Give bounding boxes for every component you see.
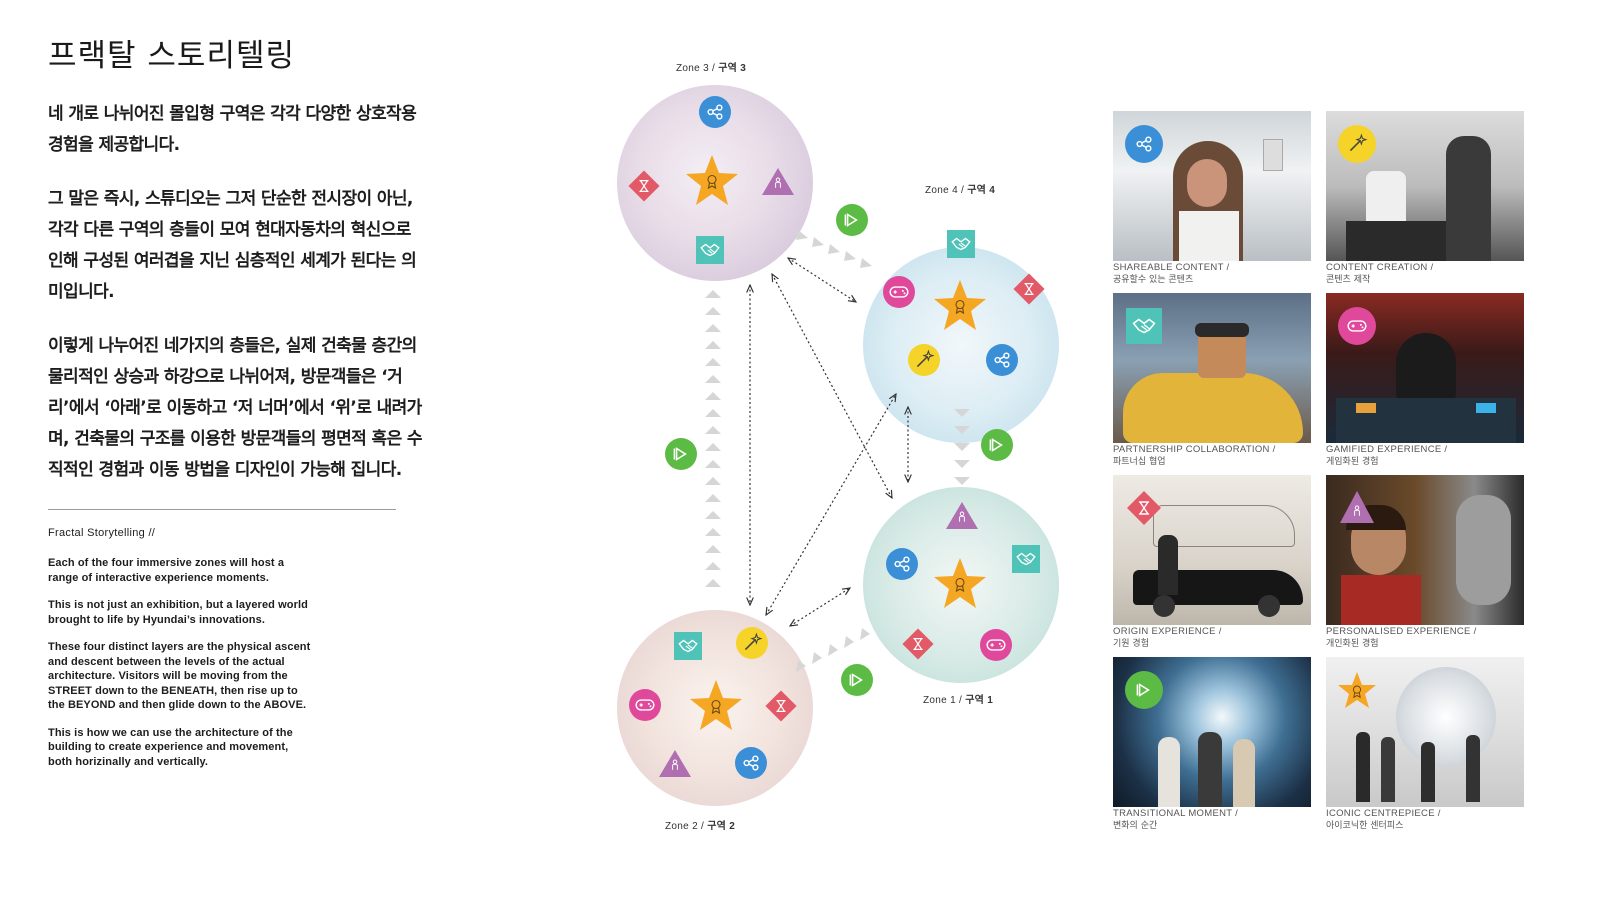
connection-arrows	[750, 258, 908, 626]
gamepad-icon	[629, 689, 661, 721]
zone-1-label: Zone 1 / 구역 1	[923, 695, 994, 706]
wand-icon	[736, 627, 768, 659]
handshake-icon	[1126, 308, 1162, 344]
handshake-icon	[674, 632, 702, 660]
photo-gamified-experience	[1326, 293, 1524, 443]
share-icon	[986, 344, 1018, 376]
person-icon	[946, 502, 978, 529]
play-icon	[665, 438, 697, 470]
diagonal-chevrons-bottom	[796, 628, 870, 672]
card-caption-en: ORIGIN EXPERIENCE /	[1113, 626, 1222, 637]
play-icon	[836, 204, 868, 236]
card-caption-en: GAMIFIED EXPERIENCE /	[1326, 444, 1448, 455]
photo-transitional-moment	[1113, 657, 1311, 807]
ko-paragraph-2: 그 말은 즉시, 스튜디오는 그저 단순한 전시장이 아닌, 각각 다른 구역의…	[48, 189, 417, 302]
wand-icon	[908, 344, 940, 376]
handshake-icon	[696, 236, 724, 264]
person-icon	[1340, 491, 1374, 523]
en-paragraph-2: This is not just an exhibition, but a la…	[48, 599, 308, 626]
star-icon	[934, 558, 986, 608]
photo-personalised-experience	[1326, 475, 1524, 625]
en-paragraph-3: These four distinct layers are the physi…	[48, 641, 311, 711]
card-transitional-moment: TRANSITIONAL MOMENT / 변화의 순간	[1113, 657, 1311, 832]
photo-shareable-content	[1113, 111, 1311, 261]
card-caption-en: PERSONALISED EXPERIENCE /	[1326, 626, 1477, 637]
wand-icon	[1338, 125, 1376, 163]
gamepad-icon	[883, 276, 915, 308]
card-caption-ko: 변화의 순간	[1113, 821, 1158, 831]
photo-iconic-centrepiece	[1326, 657, 1524, 807]
text-column: 프랙탈 스토리텔링 네 개로 나뉘어진 몰입형 구역은 각각 다양한 상호작용 …	[48, 30, 428, 782]
zone-3-label: Zone 3 / 구역 3	[676, 63, 747, 74]
gamepad-icon	[980, 629, 1012, 661]
handshake-icon	[1012, 545, 1040, 573]
card-content-creation: CONTENT CREATION / 콘텐츠 제작	[1326, 111, 1524, 286]
diagonal-chevrons-top	[796, 230, 872, 268]
en-paragraph-1: Each of the four immersive zones will ho…	[48, 557, 285, 584]
descent-chevrons	[954, 409, 970, 485]
card-caption-ko: 게임화된 경험	[1326, 457, 1379, 467]
card-caption-ko: 아이코닉한 센터피스	[1326, 821, 1404, 831]
en-heading: Fractal Storytelling //	[48, 527, 156, 539]
card-caption-ko: 공유할수 있는 콘텐츠	[1113, 275, 1194, 285]
zone-2-label: Zone 2 / 구역 2	[665, 821, 736, 832]
zone-diagram: Zone 3 / 구역 3 Zone 4 / 구역 4 Zone 1 / 구역 …	[600, 40, 1100, 860]
photo-partnership-collaboration	[1113, 293, 1311, 443]
share-icon	[1125, 125, 1163, 163]
card-caption-en: PARTNERSHIP COLLABORATION /	[1113, 444, 1276, 455]
card-caption-en: CONTENT CREATION /	[1326, 262, 1434, 273]
diagram-canvas	[617, 85, 1059, 806]
card-caption-en: ICONIC CENTREPIECE /	[1326, 808, 1441, 819]
star-icon	[686, 155, 738, 205]
card-shareable-content: SHAREABLE CONTENT / 공유할수 있는 콘텐츠	[1113, 111, 1311, 286]
card-caption-en: TRANSITIONAL MOMENT /	[1113, 808, 1239, 819]
card-caption-ko: 기원 경험	[1113, 639, 1149, 649]
ko-paragraph-1: 네 개로 나뉘어진 몰입형 구역은 각각 다양한 상호작용 경험을 제공합니다.	[48, 104, 417, 155]
star-icon	[934, 280, 986, 330]
person-icon	[659, 750, 691, 777]
card-origin-experience: ORIGIN EXPERIENCE / 기원 경험	[1113, 475, 1311, 650]
card-gamified-experience: GAMIFIED EXPERIENCE / 게임화된 경험	[1326, 293, 1524, 468]
photo-content-creation	[1326, 111, 1524, 261]
card-caption-ko: 파트너십 협업	[1113, 457, 1166, 467]
card-caption-ko: 개인화된 경험	[1326, 639, 1379, 649]
star-icon	[690, 680, 742, 730]
share-icon	[735, 747, 767, 779]
photo-origin-experience	[1113, 475, 1311, 625]
card-caption-ko: 콘텐츠 제작	[1326, 275, 1371, 285]
divider	[48, 509, 396, 510]
ascent-chevrons	[705, 290, 721, 587]
page-title: 프랙탈 스토리텔링	[48, 38, 296, 74]
person-icon	[762, 168, 794, 195]
play-icon	[981, 429, 1013, 461]
handshake-icon	[947, 230, 975, 258]
play-icon	[1125, 671, 1163, 709]
zone-4-label: Zone 4 / 구역 4	[925, 185, 996, 196]
star-icon	[1338, 672, 1376, 708]
en-paragraph-4: This is how we can use the architecture …	[48, 726, 293, 768]
card-personalised-experience: PERSONALISED EXPERIENCE / 개인화된 경험	[1326, 475, 1524, 650]
card-iconic-centrepiece: ICONIC CENTREPIECE / 아이코닉한 센터피스	[1326, 657, 1524, 832]
hourglass-icon	[1127, 491, 1161, 525]
card-partnership-collaboration: PARTNERSHIP COLLABORATION / 파트너십 협업	[1113, 293, 1311, 468]
share-icon	[699, 96, 731, 128]
ko-paragraph-3: 이렇게 나누어진 네가지의 층들은, 실제 건축물 층간의 물리적인 상승과 하…	[48, 336, 423, 480]
gamepad-icon	[1338, 307, 1376, 345]
play-icon	[841, 664, 873, 696]
card-caption-en: SHAREABLE CONTENT /	[1113, 262, 1230, 273]
share-icon	[886, 548, 918, 580]
